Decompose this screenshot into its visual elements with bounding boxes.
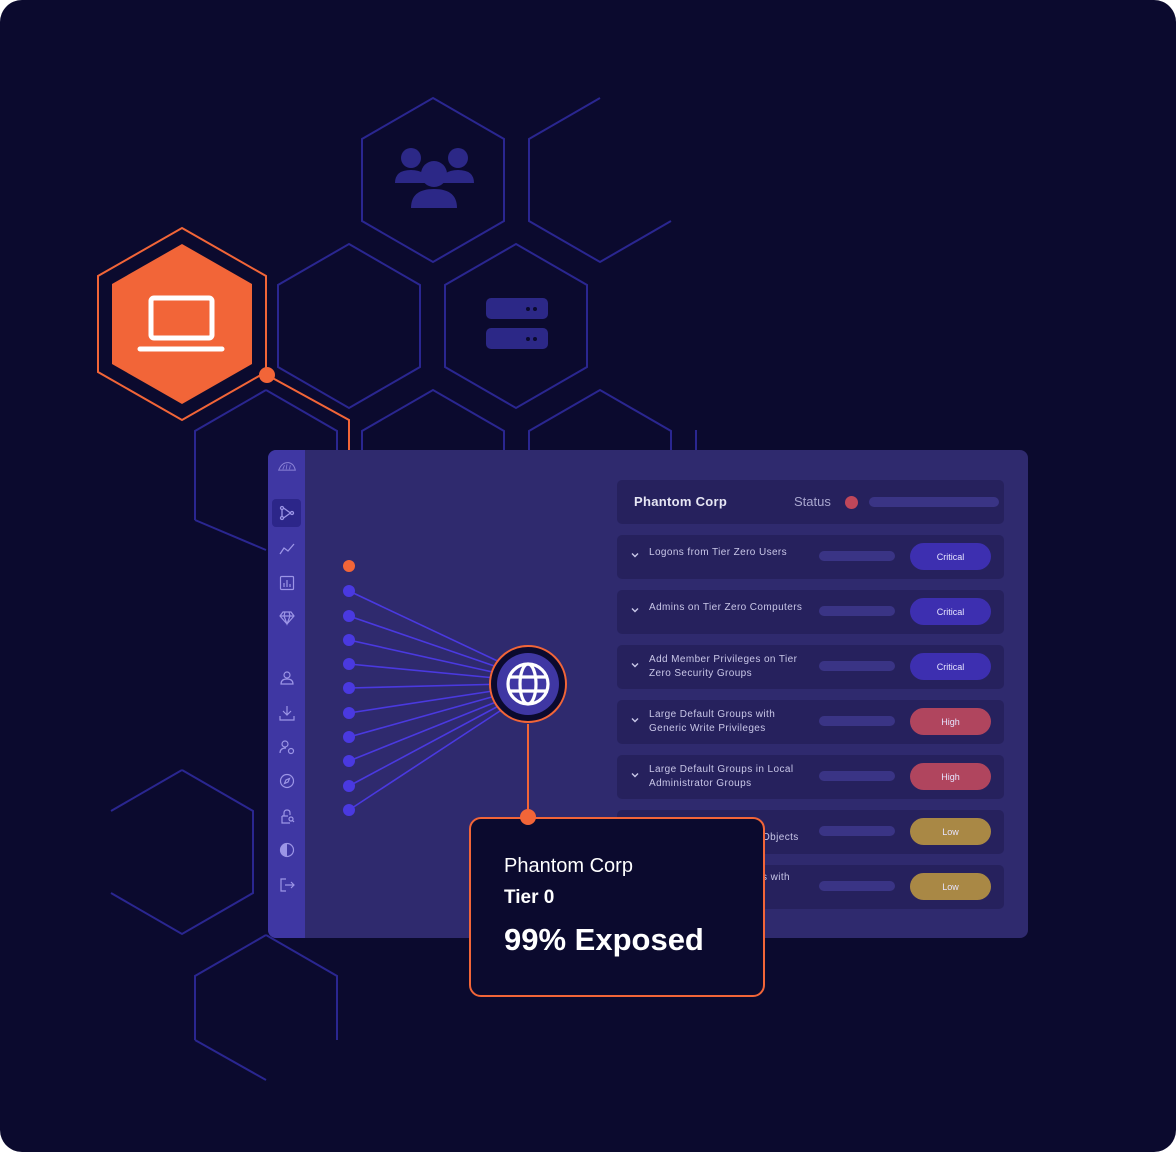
severity-badge: Critical (910, 543, 991, 570)
tooltip-anchor-dot (520, 809, 536, 825)
trend-chart-icon[interactable] (277, 539, 297, 559)
severity-badge: High (910, 763, 991, 790)
chevron-down-icon[interactable] (629, 604, 641, 616)
user-icon[interactable] (277, 668, 297, 688)
logout-icon[interactable] (277, 875, 297, 895)
finding-row[interactable]: Add Member Privileges on Tier Zero Secur… (617, 645, 1004, 689)
severity-badge: High (910, 708, 991, 735)
finding-bar (819, 606, 895, 616)
finding-bar (819, 661, 895, 671)
finding-row[interactable]: Large Default Groups in Local Administra… (617, 755, 1004, 799)
download-icon[interactable] (277, 703, 297, 723)
computer-link-end (343, 560, 355, 572)
company-name: Phantom Corp (634, 494, 728, 509)
computer-node[interactable] (112, 244, 252, 404)
lock-search-icon[interactable] (277, 806, 297, 826)
finding-title: Large Default Groups with Generic Write … (649, 709, 776, 734)
finding-title: Add Member Privileges on Tier Zero Secur… (649, 654, 798, 679)
sidebar (268, 450, 305, 938)
tooltip-tier: Tier 0 (504, 887, 555, 908)
chevron-down-icon[interactable] (629, 714, 641, 726)
tooltip-org: Phantom Corp (504, 855, 633, 877)
bar-chart-icon[interactable] (277, 573, 297, 593)
tooltip-exposure: 99% Exposed (504, 922, 704, 957)
finding-title: Admins on Tier Zero Computers (649, 602, 803, 613)
app-logo-icon[interactable] (277, 456, 297, 476)
finding-title: Large Default Groups in Local Administra… (649, 764, 794, 789)
severity-badge: Low (910, 873, 991, 900)
exposure-tooltip: Phantom Corp Tier 0 99% Exposed (469, 817, 765, 997)
gem-icon[interactable] (277, 608, 297, 628)
finding-title: Logons from Tier Zero Users (649, 547, 788, 558)
severity-badge: Critical (910, 598, 991, 625)
finding-bar (819, 771, 895, 781)
user-settings-icon[interactable] (277, 737, 297, 757)
pathfinding-icon[interactable] (272, 499, 301, 527)
finding-bar (819, 716, 895, 726)
finding-bar (819, 826, 895, 836)
finding-title: s with (762, 872, 790, 883)
hub-node[interactable] (489, 645, 567, 723)
status-bar (869, 497, 999, 507)
status-dot (845, 496, 858, 509)
severity-badge: Low (910, 818, 991, 845)
source-nodes (343, 585, 355, 816)
status-label: Status (794, 494, 831, 509)
org-header: Phantom Corp Status (617, 480, 1004, 524)
finding-title: Objects (762, 832, 799, 843)
finding-row[interactable]: Admins on Tier Zero Computers Critical (617, 590, 1004, 634)
chevron-down-icon[interactable] (629, 659, 641, 671)
laptop-icon (137, 295, 225, 352)
computer-node-outline (97, 226, 267, 422)
finding-row[interactable]: Large Default Groups with Generic Write … (617, 700, 1004, 744)
contrast-icon[interactable] (277, 840, 297, 860)
chevron-down-icon[interactable] (629, 549, 641, 561)
server-icon (486, 298, 548, 349)
severity-badge: Critical (910, 653, 991, 680)
finding-bar (819, 551, 895, 561)
globe-icon (506, 662, 550, 706)
computer-link-dot (259, 367, 275, 383)
finding-row[interactable]: Logons from Tier Zero Users Critical (617, 535, 1004, 579)
chevron-down-icon[interactable] (629, 769, 641, 781)
finding-bar (819, 881, 895, 891)
users-group-icon (395, 148, 474, 208)
fan-links (348, 590, 507, 811)
compass-icon[interactable] (277, 771, 297, 791)
